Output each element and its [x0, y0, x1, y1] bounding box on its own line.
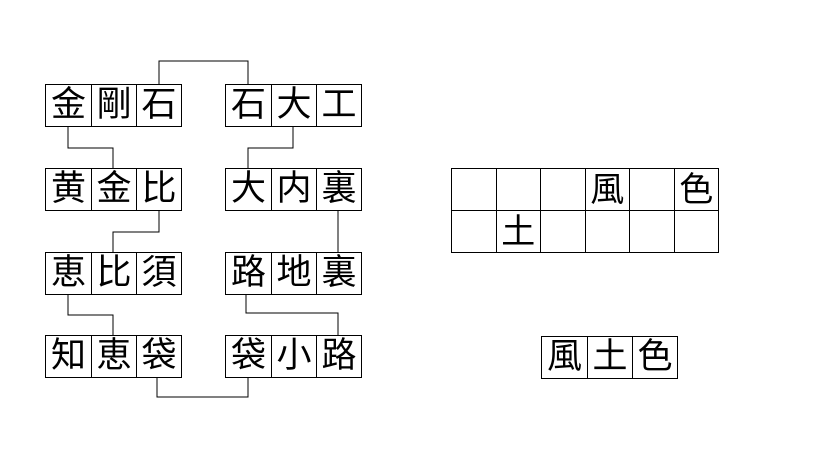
grid-cell[interactable] — [541, 169, 586, 211]
word-cell: 内 — [271, 169, 316, 210]
grid-cell[interactable] — [541, 211, 586, 253]
word-box-kongouseki: 金 剛 石 — [45, 84, 182, 127]
word-cell: 須 — [136, 253, 181, 294]
word-cell: 比 — [91, 253, 136, 294]
word-box-fukurokouji: 袋 小 路 — [225, 335, 362, 378]
word-box-ishidaiku: 石 大 工 — [225, 84, 362, 127]
grid-cell[interactable] — [496, 169, 541, 211]
grid-cell[interactable] — [674, 211, 719, 253]
fill-in-grid: 風 色 土 — [451, 168, 719, 253]
word-cell: 金 — [50, 85, 86, 125]
word-cell: 石 — [136, 85, 181, 126]
grid-cell[interactable] — [452, 169, 497, 211]
grid-cell[interactable]: 風 — [585, 169, 630, 211]
word-cell: 恵 — [91, 336, 136, 377]
connector-hi-hi — [112, 211, 160, 252]
grid-cell[interactable] — [452, 211, 497, 253]
connector-dai-dai — [247, 127, 294, 168]
connector-ishi-ishi — [158, 60, 249, 84]
word-box-chiebukuro: 知 恵 袋 — [45, 335, 182, 378]
word-cell: 地 — [271, 253, 316, 294]
word-cell: 工 — [316, 85, 361, 126]
word-box-dainaira: 大 内 裏 — [225, 168, 362, 211]
answer-cell: 土 — [587, 337, 632, 378]
word-cell: 恵 — [50, 253, 86, 293]
grid-cell[interactable]: 色 — [674, 169, 719, 211]
grid-cell[interactable] — [630, 169, 675, 211]
word-cell: 路 — [316, 336, 361, 377]
word-box-ebisu: 恵 比 須 — [45, 252, 182, 295]
grid-cell[interactable] — [585, 211, 630, 253]
word-cell: 知 — [50, 336, 86, 376]
word-cell: 大 — [230, 169, 266, 209]
connector-fukuro-fukuro — [156, 378, 249, 398]
word-cell: 裏 — [316, 253, 361, 294]
grid-cell[interactable] — [630, 211, 675, 253]
connector-ro-ro — [245, 295, 339, 335]
word-cell: 大 — [271, 85, 316, 126]
word-cell: 比 — [136, 169, 181, 210]
word-box-ougonhi: 黄 金 比 — [45, 168, 182, 211]
word-cell: 路 — [230, 253, 266, 293]
word-cell: 袋 — [230, 336, 266, 376]
grid-cell[interactable]: 土 — [496, 211, 541, 253]
word-cell: 金 — [91, 169, 136, 210]
word-cell: 黄 — [50, 169, 86, 209]
answer-cell: 風 — [546, 337, 582, 377]
answer-word-box: 風 土 色 — [541, 336, 678, 379]
answer-cell: 色 — [632, 337, 677, 378]
connector-e-e — [67, 295, 114, 335]
word-cell: 剛 — [91, 85, 136, 126]
word-cell: 袋 — [136, 336, 181, 377]
word-cell: 裏 — [316, 169, 361, 210]
connector-kin-kin — [67, 127, 114, 168]
word-cell: 小 — [271, 336, 316, 377]
word-box-rojiura: 路 地 裏 — [225, 252, 362, 295]
word-cell: 石 — [230, 85, 266, 125]
